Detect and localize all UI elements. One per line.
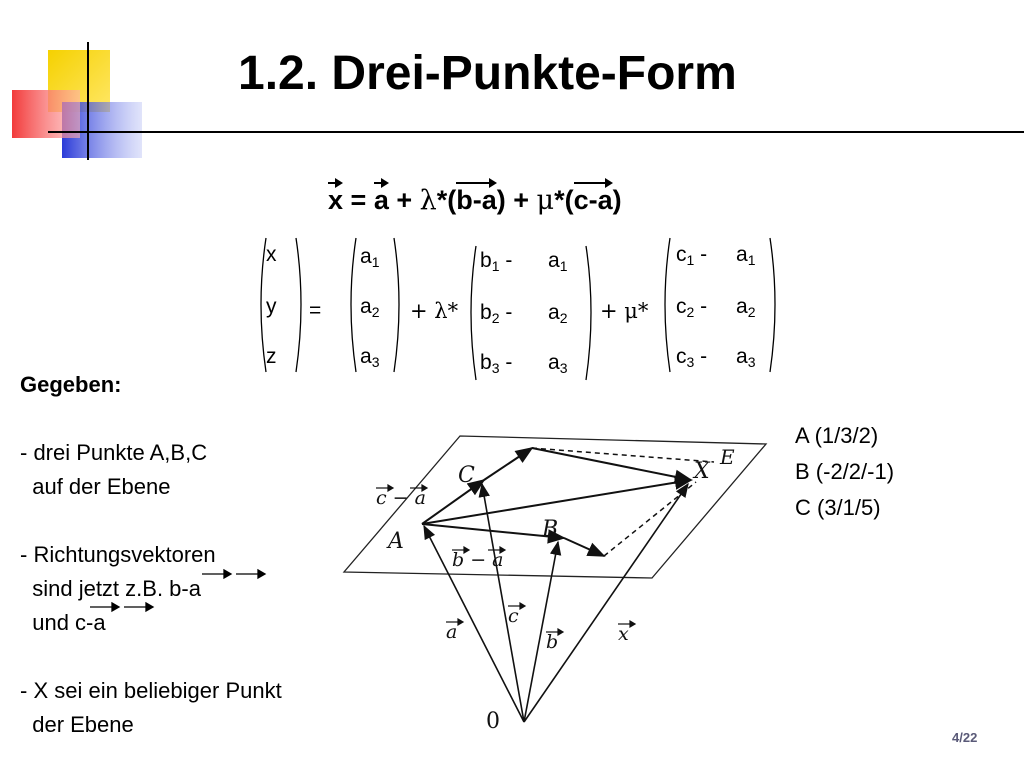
arrow-a-to-b — [421, 523, 566, 544]
label-plane-e: E — [719, 445, 735, 469]
matrix-equation: x y z = a1 a2 a3 + λ* b1 - b2 - b3 - a1 … — [250, 232, 790, 382]
vector-c-minus-a: c-a — [573, 178, 613, 220]
given-item-3-line-1: - X sei ein beliebiger Punkt — [20, 678, 282, 703]
point-a-coords: A (1/3/2) — [795, 423, 879, 448]
label-origin: 0 — [486, 709, 500, 734]
plus-mu: + μ* — [600, 299, 649, 323]
given-text-block: Gegeben: - drei Punkte A,B,C auf der Ebe… — [20, 368, 282, 742]
page-number: 4/22 — [952, 730, 978, 745]
vector-equation: x = a + λ*(b-a) + μ*(c-a) — [328, 178, 622, 221]
vector-a: a — [373, 178, 389, 220]
label-c-minus-a: c − a — [376, 487, 426, 509]
mu-symbol: μ — [536, 185, 555, 216]
dashed-line-right — [603, 481, 697, 557]
matrix-c1: c1 - — [676, 243, 708, 268]
given-heading: Gegeben: — [20, 372, 122, 397]
plane-outline — [342, 435, 768, 579]
label-point-x: X — [692, 459, 711, 484]
plane-figure: A B C X E 0 c − a b − a a c b x — [342, 435, 768, 734]
matrix-a3: a3 — [360, 345, 380, 370]
label-vector-c: c — [508, 605, 519, 627]
arrow-a-to-c — [421, 478, 486, 525]
matrix-c2: c2 - — [676, 295, 708, 320]
star-paren: *( — [436, 185, 457, 215]
label-vector-b: b — [546, 631, 558, 653]
arrow-a-to-x — [421, 475, 693, 525]
matrix-ba1: a1 — [548, 249, 568, 274]
arrow-b-extended — [563, 537, 606, 557]
title-divider — [48, 131, 1024, 133]
matrix-equals: = — [309, 299, 322, 322]
matrix-b3: b3 - — [480, 351, 513, 376]
arrow-o-to-c — [478, 482, 525, 723]
point-b-coords: B (-2/2/-1) — [795, 459, 895, 484]
lambda-symbol: λ — [419, 185, 437, 216]
given-item-1-line-1: - drei Punkte A,B,C — [20, 440, 208, 465]
matrix-c3: c3 - — [676, 345, 708, 370]
matrix-b2: b2 - — [480, 301, 513, 326]
matrix-ba2: a2 — [548, 301, 568, 326]
matrix-a1: a1 — [360, 245, 380, 270]
point-coordinates: A (1/3/2) B (-2/2/-1) C (3/1/5) — [795, 418, 894, 526]
label-vector-a: a — [446, 621, 457, 643]
star-paren-2: *( — [554, 185, 574, 215]
given-item-2-line-2: sind jetzt z.B. b-a — [20, 576, 201, 601]
plus-sign: + — [388, 185, 420, 215]
arrow-c-to-x — [531, 447, 693, 484]
plus-lambda: + λ* — [410, 299, 459, 323]
logo-squares-icon — [12, 42, 142, 160]
plus-sign-2: + — [505, 185, 537, 215]
label-point-a: A — [386, 529, 404, 554]
close-paren: ) — [496, 185, 506, 215]
matrix-y: y — [266, 295, 277, 318]
label-point-b: B — [541, 517, 558, 542]
arrow-o-to-a — [423, 524, 525, 723]
arrow-c-extended — [483, 447, 534, 481]
matrix-a2: a2 — [360, 295, 380, 320]
dashed-line-top — [531, 447, 715, 463]
label-b-minus-a: b − a — [452, 549, 504, 571]
matrix-x: x — [266, 243, 277, 266]
matrix-parentheses — [260, 237, 776, 381]
arrow-o-to-b — [523, 540, 562, 723]
vector-arrows-c-a — [90, 601, 155, 613]
given-item-2-line-1: - Richtungsvektoren — [20, 542, 216, 567]
close-paren-2: ) — [612, 185, 622, 215]
slide-title: 1.2. Drei-Punkte-Form — [238, 47, 737, 100]
matrix-ba3: a3 — [548, 351, 568, 376]
label-point-c: C — [458, 463, 475, 488]
matrix-ca3: a3 — [736, 345, 756, 370]
vector-b-minus-a: b-a — [456, 178, 497, 220]
point-c-coords: C (3/1/5) — [795, 495, 881, 520]
vector-arrows-b-a — [202, 568, 267, 580]
eq-sign: = — [343, 185, 374, 215]
arrow-o-to-x — [523, 482, 689, 723]
matrix-ca2: a2 — [736, 295, 756, 320]
vector-x: x — [328, 178, 344, 220]
given-item-3-line-2: der Ebene — [20, 712, 134, 737]
given-item-2-line-3: und c-a — [20, 610, 106, 635]
given-item-1-line-2: auf der Ebene — [20, 474, 171, 499]
label-vector-x: x — [618, 623, 629, 645]
matrix-b1: b1 - — [480, 249, 513, 274]
matrix-ca1: a1 — [736, 243, 756, 268]
matrix-z: z — [266, 345, 277, 368]
